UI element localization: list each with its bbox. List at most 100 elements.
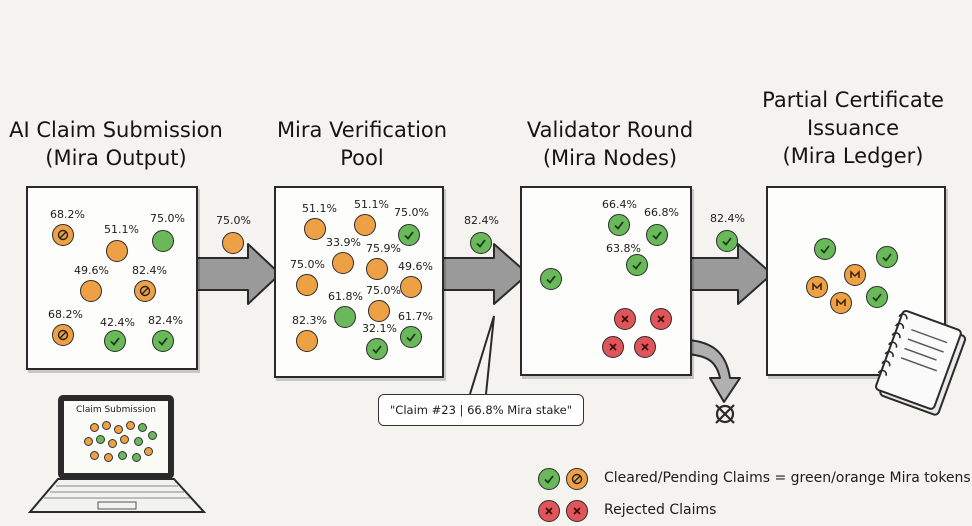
pending-token-icon bbox=[296, 330, 318, 352]
mini-token-icon bbox=[90, 423, 99, 432]
stage-title-2: Mira Verification Pool bbox=[276, 118, 448, 170]
pending-token-icon bbox=[400, 276, 422, 298]
arrow-label-3: 82.4% bbox=[710, 212, 745, 225]
legend-rejected-token-icon bbox=[538, 500, 560, 522]
claim-pct: 66.8% bbox=[644, 206, 679, 219]
mini-token-icon bbox=[118, 451, 127, 460]
stage-title-1: AI Claim Submission (Mira Output) bbox=[9, 118, 223, 170]
claim-pct: 49.6% bbox=[74, 264, 109, 277]
legend-cleared-label: Cleared/Pending Claims = green/orange Mi… bbox=[604, 470, 971, 486]
legend-rejected-token-icon bbox=[566, 500, 588, 522]
check-token-icon bbox=[366, 338, 388, 360]
claim-pct: 75.0% bbox=[290, 258, 325, 271]
claim-pct: 33.9% bbox=[326, 236, 361, 249]
claim-pct: 63.8% bbox=[606, 242, 641, 255]
check-token-icon bbox=[470, 232, 492, 254]
mini-token-icon bbox=[102, 421, 111, 430]
validator-round-box: 66.4% 66.8% 63.8% bbox=[520, 186, 692, 376]
rejected-token-icon bbox=[634, 336, 656, 358]
rejected-token-icon bbox=[650, 308, 672, 330]
claim-pct: 75.0% bbox=[150, 212, 185, 225]
rejected-token-icon bbox=[602, 336, 624, 358]
claim-pct: 82.3% bbox=[292, 314, 327, 327]
check-token-icon bbox=[398, 224, 420, 246]
check-token-icon bbox=[866, 286, 888, 308]
incoming-check-token-icon bbox=[540, 268, 562, 290]
pending-token-icon bbox=[52, 324, 74, 346]
mini-token-icon bbox=[138, 423, 147, 432]
pending-token-icon bbox=[296, 274, 318, 296]
mini-token-icon bbox=[132, 453, 141, 462]
ledger-notebook-icon bbox=[875, 309, 967, 416]
stage-title-4: Partial Certificate Issuance (Mira Ledge… bbox=[762, 88, 944, 168]
claim-pct: 61.8% bbox=[328, 290, 363, 303]
legend-rejected-label: Rejected Claims bbox=[604, 502, 717, 518]
mini-token-icon bbox=[96, 435, 105, 444]
mini-token-icon bbox=[114, 425, 123, 434]
mini-token-icon bbox=[120, 435, 129, 444]
mira-token-icon bbox=[806, 276, 828, 298]
rejected-token-icon bbox=[614, 308, 636, 330]
claim-pct: 75.0% bbox=[366, 284, 401, 297]
claim-pct: 42.4% bbox=[100, 316, 135, 329]
arrow-label-1: 75.0% bbox=[216, 214, 251, 227]
claim-pct: 68.2% bbox=[50, 208, 85, 221]
mini-token-icon bbox=[134, 437, 143, 446]
legend-green-token-icon bbox=[538, 468, 560, 490]
laptop-screen: Claim Submission bbox=[64, 401, 168, 473]
flow-arrow-1 bbox=[191, 243, 281, 305]
laptop-icon: Claim Submission bbox=[58, 395, 174, 479]
verification-pool-box: 51.1% 51.1% 75.0% 33.9% 75.9% 75.0% 49.6… bbox=[274, 186, 444, 378]
flow-arrow-3 bbox=[687, 243, 773, 305]
claim-pct: 61.7% bbox=[398, 310, 433, 323]
claim-pct: 49.6% bbox=[398, 260, 433, 273]
laptop-caption: Claim Submission bbox=[76, 405, 156, 415]
pending-token-icon bbox=[52, 224, 74, 246]
cleared-token-icon bbox=[334, 306, 356, 328]
claim-pct: 82.4% bbox=[148, 314, 183, 327]
stage-title-3: Validator Round (Mira Nodes) bbox=[526, 118, 694, 170]
claim-pct: 51.1% bbox=[104, 223, 139, 236]
claim-pct: 75.9% bbox=[366, 242, 401, 255]
check-token-icon bbox=[626, 254, 648, 276]
mini-token-icon bbox=[148, 431, 157, 440]
pending-token-icon bbox=[354, 214, 376, 236]
legend-orange-token-icon bbox=[566, 468, 588, 490]
mini-token-icon bbox=[90, 451, 99, 460]
claim-pct: 66.4% bbox=[602, 198, 637, 211]
submission-box: 68.2% 51.1% 75.0% 49.6% 82.4% 68.2% 42.4… bbox=[26, 186, 198, 370]
check-token-icon bbox=[152, 330, 174, 352]
pending-token-icon bbox=[304, 218, 326, 240]
mini-token-icon bbox=[144, 447, 153, 456]
mini-token-icon bbox=[84, 437, 93, 446]
arrow-label-2: 82.4% bbox=[464, 214, 499, 227]
pending-token-icon bbox=[366, 258, 388, 280]
reject-arrow bbox=[687, 339, 741, 403]
mini-token-icon bbox=[104, 453, 113, 462]
cleared-token-icon bbox=[152, 230, 174, 252]
claim-pct: 82.4% bbox=[132, 264, 167, 277]
check-token-icon bbox=[104, 330, 126, 352]
claim-pct: 51.1% bbox=[354, 198, 389, 211]
check-token-icon bbox=[814, 238, 836, 260]
claim-pct: 68.2% bbox=[48, 308, 83, 321]
mira-token-icon bbox=[830, 292, 852, 314]
pending-token-icon bbox=[106, 240, 128, 262]
check-token-icon bbox=[716, 230, 738, 252]
pending-token-icon bbox=[368, 300, 390, 322]
mini-token-icon bbox=[126, 421, 135, 430]
in-transit-token-icon bbox=[222, 232, 244, 254]
check-token-icon bbox=[608, 214, 630, 236]
pending-token-icon bbox=[134, 280, 156, 302]
claim-pct: 75.0% bbox=[394, 206, 429, 219]
claim-pct: 51.1% bbox=[302, 202, 337, 215]
laptop-base bbox=[28, 478, 207, 513]
check-token-icon bbox=[876, 246, 898, 268]
check-token-icon bbox=[400, 326, 422, 348]
callout-pointer bbox=[469, 315, 495, 395]
mira-token-icon bbox=[844, 264, 866, 286]
pending-token-icon bbox=[80, 280, 102, 302]
pending-token-icon bbox=[332, 252, 354, 274]
mini-token-icon bbox=[108, 439, 117, 448]
